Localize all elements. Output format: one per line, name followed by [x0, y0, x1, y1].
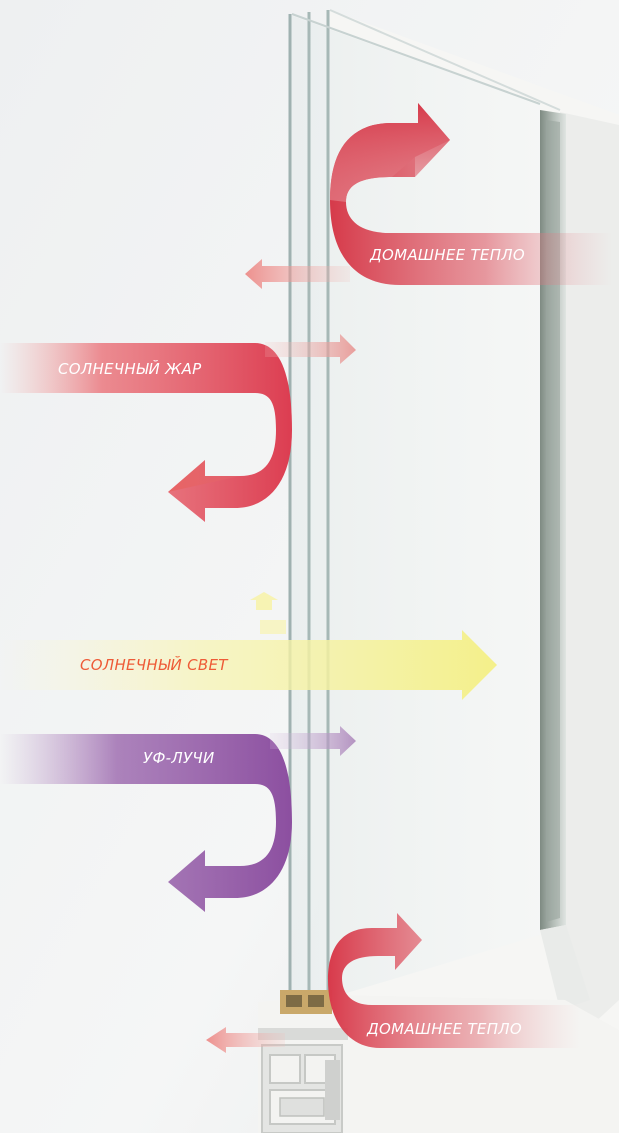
home-heat-top-arrow	[330, 103, 612, 285]
solar-heat-transmitted-arrow	[265, 334, 356, 364]
label-solar-heat: СОЛНЕЧНЫЙ ЖАР	[58, 360, 202, 378]
heat-loss-thin-arrow-top	[245, 259, 350, 289]
label-home-heat-bottom: ДОМАШНЕЕ ТЕПЛО	[367, 1020, 522, 1038]
home-heat-bottom-arrow	[328, 913, 580, 1048]
label-uv-rays: УФ-ЛУЧИ	[143, 749, 215, 767]
solar-heat-arrow	[0, 343, 292, 522]
heat-loss-thin-arrow-bottom	[206, 1027, 285, 1053]
uv-transmitted-arrow	[270, 726, 356, 756]
uv-rays-arrow	[0, 734, 292, 912]
label-home-heat-top: ДОМАШНЕЕ ТЕПЛО	[370, 246, 525, 264]
sunlight-arrow	[0, 592, 497, 700]
label-sunlight: СОЛНЕЧНЫЙ СВЕТ	[80, 656, 228, 674]
